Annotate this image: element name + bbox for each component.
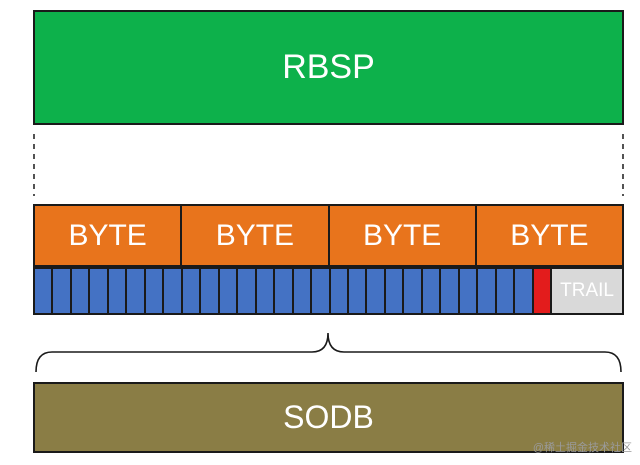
data-bit [513, 267, 534, 315]
data-bit [33, 267, 54, 315]
data-bit [383, 267, 405, 315]
byte-label: BYTE [215, 218, 295, 252]
data-bit [199, 267, 220, 315]
data-bit [51, 267, 72, 315]
data-bit [402, 267, 423, 315]
data-bit [88, 267, 109, 315]
data-bit [310, 267, 331, 315]
data-bit [106, 267, 128, 315]
byte-cell: BYTE [329, 204, 477, 267]
byte-label: BYTE [510, 218, 589, 252]
byte-cell: BYTE [33, 204, 183, 267]
byte-cell: BYTE [182, 204, 330, 267]
data-bit [125, 267, 146, 315]
data-bit [476, 267, 497, 315]
data-bit [180, 267, 202, 315]
data-bit [254, 267, 276, 315]
bit-row: TRAIL [33, 267, 624, 315]
watermark: @稀土掘金技术社区 [532, 442, 632, 454]
sodb-label: SODB [283, 399, 374, 435]
data-bit [217, 267, 239, 315]
data-bit [236, 267, 257, 315]
stop-bit [531, 267, 553, 315]
data-bit [162, 267, 183, 315]
data-bit [439, 267, 460, 315]
data-bit [273, 267, 294, 315]
byte-row: BYTE BYTE BYTE BYTE [33, 204, 624, 267]
byte-cell: BYTE [476, 204, 624, 267]
data-bit [328, 267, 349, 315]
rbsp-label: RBSP [282, 48, 375, 86]
trail-label: TRAIL [560, 280, 614, 301]
data-bit [457, 267, 479, 315]
data-bit [346, 267, 368, 315]
data-bit [143, 267, 165, 315]
curly-brace [35, 332, 622, 373]
byte-label: BYTE [68, 218, 147, 252]
data-bit [69, 267, 91, 315]
trail-block: TRAIL [550, 267, 624, 315]
data-bit [365, 267, 386, 315]
data-bit [420, 267, 442, 315]
data-bit [494, 267, 516, 315]
data-bit [291, 267, 313, 315]
sodb-block: SODB [33, 382, 624, 453]
rbsp-block: RBSP [33, 10, 624, 125]
byte-label: BYTE [362, 218, 442, 252]
